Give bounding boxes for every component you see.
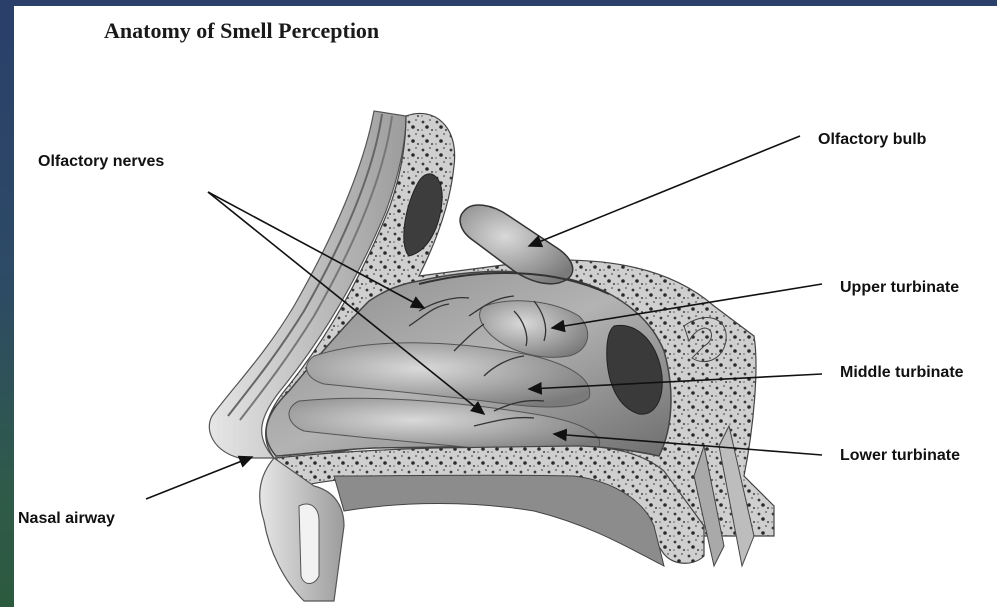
label-upper-turbinate: Upper turbinate [840, 279, 959, 297]
upper-tooth [299, 504, 319, 583]
diagram-title: Anatomy of Smell Perception [104, 18, 379, 44]
label-nasal-airway: Nasal airway [18, 510, 115, 528]
oral-cavity [334, 475, 664, 566]
label-olfactory-nerves: Olfactory nerves [38, 153, 164, 171]
nose-cross-section-illustration [14, 6, 997, 607]
diagram-panel: Anatomy of Smell Perception Olfactory ne… [14, 6, 997, 607]
label-lower-turbinate: Lower turbinate [840, 447, 960, 465]
label-olfactory-bulb: Olfactory bulb [818, 131, 926, 149]
label-middle-turbinate: Middle turbinate [840, 364, 964, 382]
